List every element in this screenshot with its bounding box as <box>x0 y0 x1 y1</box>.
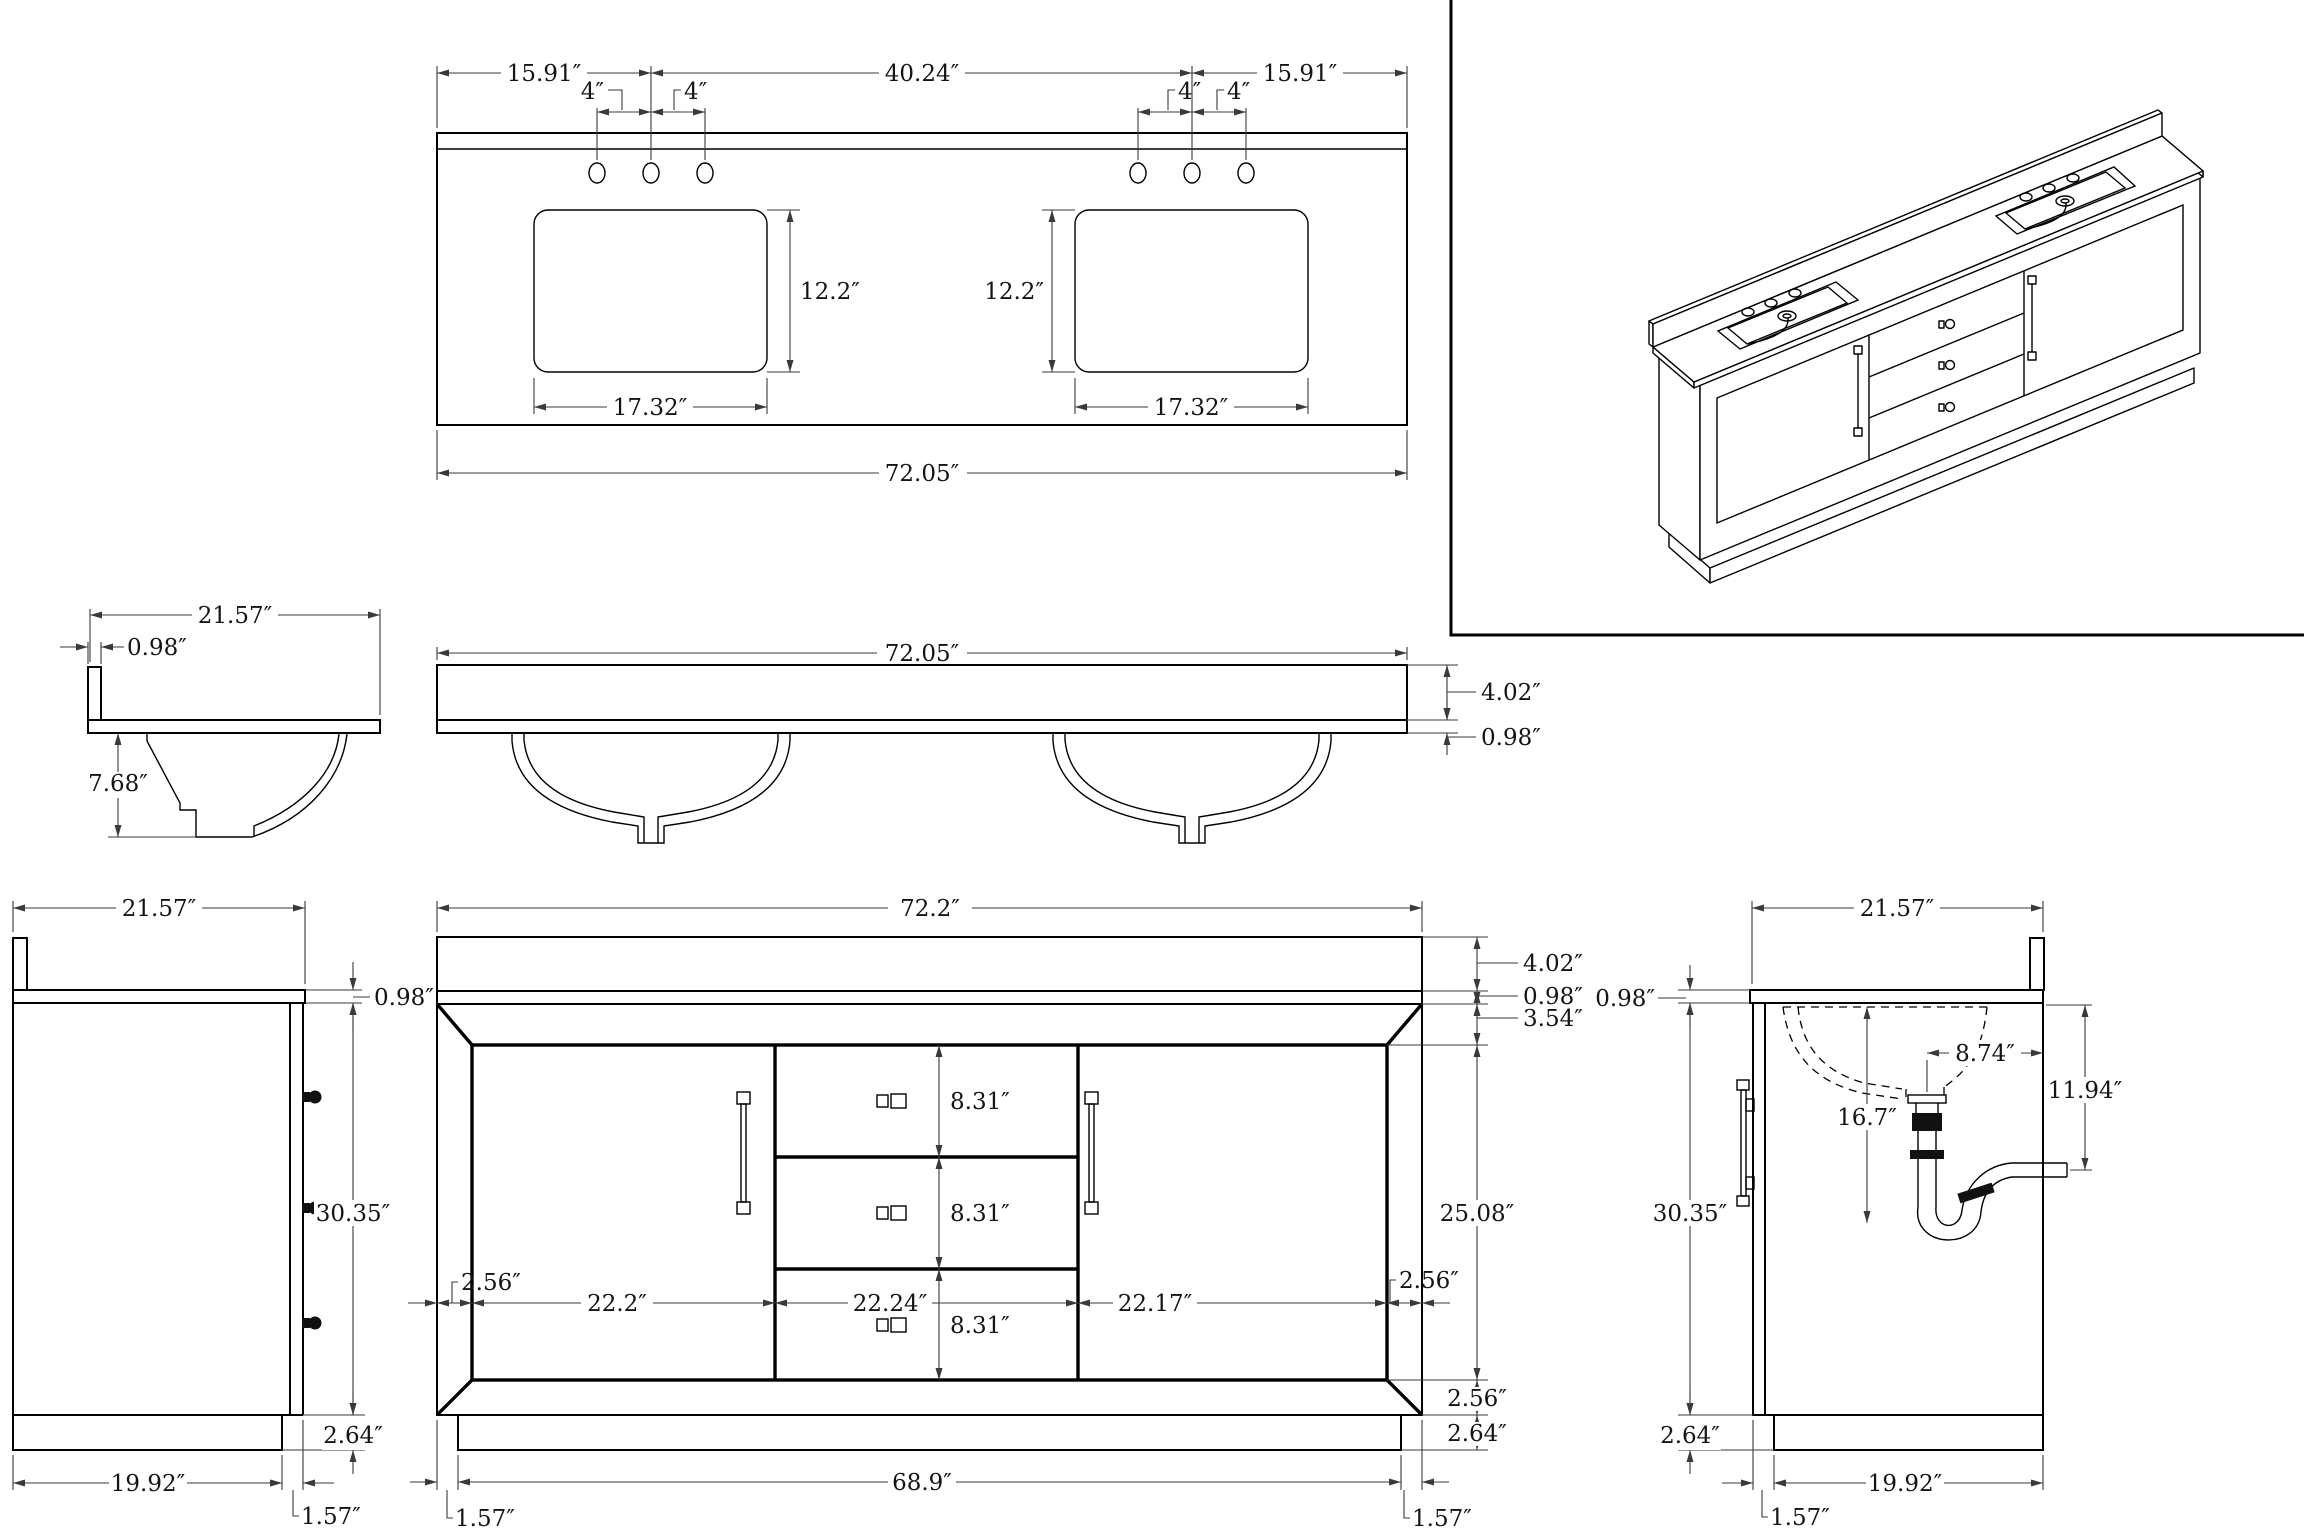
dim-cab-side-right-depth: 21.57″ <box>1860 896 1935 922</box>
front-sink-bowl-left <box>511 733 791 844</box>
dim-plan-overall-width: 72.05″ <box>885 461 960 487</box>
dim-cutout-height-right: 12.2″ <box>984 279 1044 305</box>
dim-cab-side-left-body-height: 30.35″ <box>316 1201 391 1227</box>
front-sink-bowl-right <box>1052 733 1332 844</box>
iso-drawer-knobs <box>1938 318 1956 413</box>
cab-front-slab <box>436 990 1423 1005</box>
iso-sink-right <box>1994 166 2137 235</box>
side-door-handle <box>1736 1079 1755 1207</box>
isometric-view <box>1449 0 2304 637</box>
dim-cab-side-left-base-depth: 19.92″ <box>111 1471 186 1497</box>
dim-drain-depth: 16.7″ <box>1837 1105 1897 1131</box>
dim-plan-left-overhang: 15.91″ <box>507 61 582 87</box>
dim-cab-side-right-base-depth: 19.92″ <box>1868 1471 1943 1497</box>
dim-cutout-width-left: 17.32″ <box>613 395 688 421</box>
iso-toe-kick <box>1709 367 2195 584</box>
sink-cutout-left <box>533 209 768 373</box>
dim-counter-side-bowl-depth: 7.68″ <box>88 771 148 797</box>
dim-counter-side-backsplash-thickness: 0.98″ <box>127 635 187 661</box>
dim-drawer-bank-width: 22.24″ <box>853 1291 928 1317</box>
dim-bottom-rail: 2.56″ <box>1447 1386 1507 1412</box>
side-backsplash <box>87 666 102 721</box>
hidden-sink-outline <box>1782 1006 1988 1100</box>
countertop-plan-view: 15.91″ 40.24″ 15.91″ 4″ 4″ 4″ 4″ 12.2″ 1… <box>436 60 1408 487</box>
side-countertop-slab <box>87 719 381 734</box>
dim-right-door-width: 22.17″ <box>1118 1291 1193 1317</box>
dim-cab-front-top-thickness: 0.98″ <box>1523 984 1583 1010</box>
dim-hole-spacing-left-b: 4″ <box>684 79 708 105</box>
dim-cab-front-base-height: 2.64″ <box>1447 1421 1507 1447</box>
door-handle-left <box>736 1091 751 1215</box>
dim-plan-right-overhang: 15.91″ <box>1263 61 1338 87</box>
iso-backsplash <box>1652 112 2163 348</box>
dim-cab-side-left-base-inset: 1.57″ <box>301 1504 361 1530</box>
sink-cutout-right <box>1074 209 1309 373</box>
drain-p-trap <box>1907 1094 2068 1241</box>
front-countertop-slab <box>436 719 1408 734</box>
dim-cab-side-right-base-inset: 1.57″ <box>1770 1505 1830 1531</box>
dim-cutout-height-left: 12.2″ <box>800 279 860 305</box>
door-handle-right <box>1084 1091 1099 1215</box>
cabinet-side-view-right: 21.57″ <box>1595 895 2126 1531</box>
dim-cab-front-overall-width: 72.2″ <box>900 896 960 922</box>
iso-faucet-holes <box>1741 173 2080 317</box>
cab-front-face-frame-opening <box>470 1043 1389 1382</box>
dim-drawer-2: 8.31″ <box>950 1201 1010 1227</box>
dim-left-door-width: 22.2″ <box>587 1291 647 1317</box>
side-drawer-knobs <box>302 1090 322 1330</box>
isometric-panel-border <box>1449 0 2304 637</box>
dim-drain-to-wall: 8.74″ <box>1955 1041 2015 1067</box>
dim-outlet-drop: 11.94″ <box>2048 1078 2123 1104</box>
dim-cab-side-left-base-height: 2.64″ <box>323 1423 383 1449</box>
dim-cab-side-right-body-height: 30.35″ <box>1653 1201 1728 1227</box>
cab-front-backsplash <box>436 936 1423 992</box>
iso-door-handle-right <box>2027 275 2037 361</box>
dim-cab-front-backsplash-height: 4.02″ <box>1523 951 1583 977</box>
dim-base-inset-right: 1.57″ <box>1412 1506 1472 1532</box>
dim-left-stile: 2.56″ <box>461 1270 521 1296</box>
cabinet-side-body <box>12 1002 291 1416</box>
cabinet-side-base <box>12 1414 283 1451</box>
dim-plan-center-span: 40.24″ <box>885 61 960 87</box>
iso-sink-left <box>1716 281 1860 350</box>
dim-hole-spacing-right-a: 4″ <box>1178 79 1202 105</box>
cab-front-base <box>457 1414 1402 1451</box>
countertop-side-view: 21.57″ 0.98″ 7.68″ <box>60 602 381 838</box>
dim-cab-side-left-top-thickness: 0.98″ <box>374 985 434 1011</box>
drawer-knobs <box>876 1093 907 1333</box>
countertop-front-view: 72.05″ 4.02″ 0.98″ <box>436 640 1541 844</box>
dim-cab-side-right-base-height: 2.64″ <box>1660 1423 1720 1449</box>
cabinet-side-view-left: 21.57″ 0.98″ 30.35″ 2.64″ 19.92″ <box>12 895 434 1530</box>
dim-cab-side-left-depth: 21.57″ <box>122 896 197 922</box>
dim-counter-side-depth: 21.57″ <box>198 603 273 629</box>
dim-cutout-width-right: 17.32″ <box>1154 395 1229 421</box>
side-sink-bowl <box>146 733 348 838</box>
dim-hole-spacing-right-b: 4″ <box>1227 79 1251 105</box>
dim-drawer-1: 8.31″ <box>950 1089 1010 1115</box>
cab-front-body <box>436 1003 1423 1416</box>
iso-door-handle-left <box>1853 345 1863 437</box>
faucet-holes <box>588 162 1255 184</box>
dim-cab-side-right-top-thickness: 0.98″ <box>1595 986 1655 1012</box>
dim-base-width: 68.9″ <box>892 1470 952 1496</box>
dim-cab-front-top-rail: 3.54″ <box>1523 1006 1583 1032</box>
dim-hole-spacing-left-a: 4″ <box>581 79 605 105</box>
cabinet-front-view: 72.2″ 8. <box>408 895 1583 1532</box>
cabinet-side-right-base <box>1773 1414 2044 1451</box>
dim-counter-front-top-thickness: 0.98″ <box>1481 725 1541 751</box>
dim-counter-front-overall-width: 72.05″ <box>885 641 960 667</box>
front-backsplash <box>436 664 1408 721</box>
dim-counter-front-backsplash-height: 4.02″ <box>1481 680 1541 706</box>
dim-right-stile: 2.56″ <box>1399 1268 1459 1294</box>
dim-opening-height: 25.08″ <box>1440 1201 1515 1227</box>
dim-drawer-3: 8.31″ <box>950 1313 1010 1339</box>
dim-base-inset-left: 1.57″ <box>455 1506 515 1532</box>
